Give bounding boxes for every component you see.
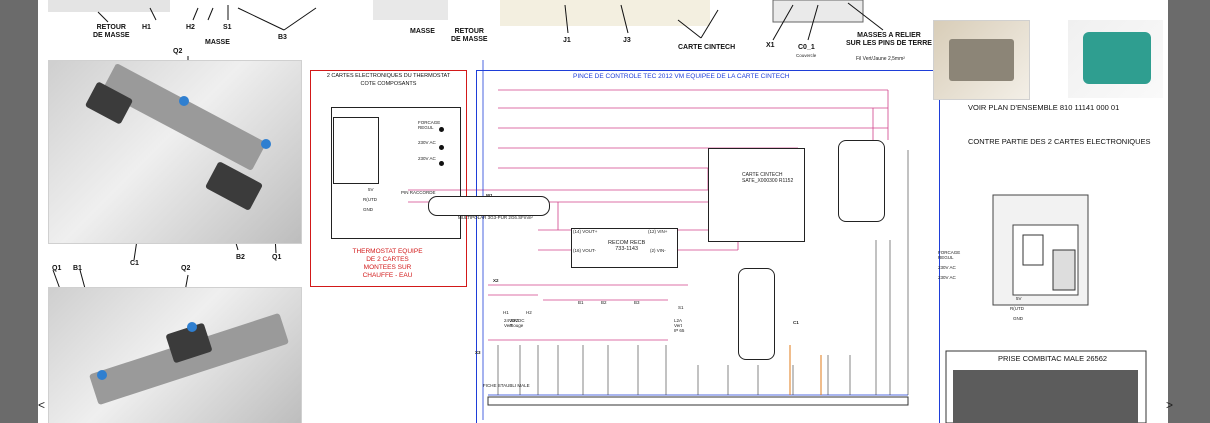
s1-schem: S1	[678, 305, 684, 310]
w1-label: W1	[486, 193, 493, 198]
cylinder-photo-top	[48, 60, 302, 244]
thermostat-forcage: FORCAGE REGUL	[418, 120, 441, 130]
x1-label: X1	[766, 42, 775, 49]
pin-raccorde: PIN RACCORDE	[401, 190, 436, 195]
q2-label-bottom: Q2	[181, 265, 191, 272]
board-photo-left	[933, 20, 1030, 100]
multipolar-text: MULTIPOLAR 3G3-PUR 2G6.SFmm²	[458, 215, 533, 220]
j3-label: J3	[623, 37, 631, 44]
prise-title: PRISE COMBITAC MALE 26562	[998, 354, 1108, 363]
thermostat-230v-2: 230V AC	[418, 156, 436, 161]
x3-label: X3	[475, 350, 481, 355]
h1-schem: H1	[503, 310, 509, 315]
fil-vert-label: Fil Vert/Jaune 2,5mm²	[856, 56, 905, 62]
s1-label: S1	[223, 24, 232, 31]
carte-cintech-text: CARTE CINTECH SATE_X000300 R1152	[742, 172, 794, 184]
h1-label: H1	[142, 24, 151, 31]
b1-label: B1	[73, 265, 82, 272]
prev-page-arrow-icon[interactable]: <	[38, 398, 46, 412]
thermostat-caption: THERMOSTAT EQUIPE DE 2 CARTES MONTEES SU…	[352, 248, 423, 279]
masse-label-left: MASSE	[205, 39, 230, 46]
carte-cintech-box	[708, 148, 805, 242]
b2-schem: B2	[601, 300, 607, 305]
rp-230v-2: 230V AC	[938, 275, 956, 280]
c1-schem: C1	[793, 320, 799, 325]
c0-1-label: C0_1	[798, 44, 815, 51]
rp-gnd: GND	[1013, 316, 1023, 321]
thermostat-5v: 5V	[368, 187, 374, 192]
schematic-frame	[476, 70, 940, 423]
q1-label-right: Q1	[272, 254, 282, 261]
c1-label: C1	[130, 260, 139, 267]
contre-partie-title: CONTRE PARTIE DES 2 CARTES ELECTRONIQUES	[968, 137, 1151, 146]
lamp-desc: L2A Vert IP 65	[674, 318, 685, 333]
q1-label-left: Q1	[52, 265, 62, 272]
h2-desc: 24VDC Rouge	[510, 318, 525, 328]
h2-schem: H2	[526, 310, 532, 315]
rp-230v-1: 230V AC	[938, 265, 956, 270]
couvercle-label: Couvercle	[796, 53, 817, 58]
masses-relier-label: MASSES A RELIER SUR LES PINS DE TERRE	[846, 32, 932, 47]
rp-forcage: FORCAGE REGUL	[938, 250, 961, 260]
thermostat-title: 2 CARTES ELECTRONIQUES DU THERMOSTAT COT…	[326, 73, 451, 87]
thermostat-230v-1: 230V AC	[418, 140, 436, 145]
volt2: (12) VIN+	[648, 229, 668, 234]
next-page-arrow-icon[interactable]: >	[1166, 398, 1174, 412]
thermostat-rutd: R(UTD	[363, 197, 377, 202]
thermostat-box	[310, 70, 467, 287]
schematic-title: PINCE DE CONTROLE TEC 2012 VM EQUIPEE DE…	[573, 73, 790, 80]
volt4: (2) VIN-	[650, 248, 666, 253]
document-page: RETOUR DE MASSE H1 H2 S1 MASSE B3 MASSE …	[38, 0, 1168, 423]
b2-label: B2	[236, 254, 245, 261]
thermostat-gnd: GND	[363, 207, 373, 212]
rp-5v: 5V	[1016, 296, 1022, 301]
h1-desc: 24VDC Vert	[504, 318, 519, 328]
volt3: (16) VOUT-	[573, 248, 597, 253]
cylinder-bottom	[738, 268, 775, 360]
recom-box	[571, 228, 678, 268]
x2-label: X2	[493, 278, 499, 283]
carte-cintech-label: CARTE CINTECH	[678, 44, 736, 51]
b1-schem: B1	[578, 300, 584, 305]
q2-label-top: Q2	[173, 48, 183, 55]
recom-text: RECOM RECB 733-1143	[608, 240, 646, 252]
drawing-lines	[48, 0, 1147, 423]
cylinder-top	[838, 140, 885, 222]
j1-label: J1	[563, 37, 571, 44]
cylinder-photo-bottom	[48, 287, 302, 423]
b3-schem: B3	[634, 300, 640, 305]
retour-masse-label-left: RETOUR DE MASSE	[93, 24, 130, 39]
retour-masse-label-mid: RETOUR DE MASSE	[451, 28, 488, 43]
voir-plan-label: VOIR PLAN D'ENSEMBLE 810 11141 000 01	[968, 103, 1120, 112]
plug-label: FICHE STAUBLI MALE	[483, 383, 530, 388]
masse-label-mid: MASSE	[410, 28, 435, 35]
volt1: (14) VOUT+	[573, 229, 598, 234]
rp-rutd: R(UTD	[1010, 306, 1024, 311]
multipolar-cable	[428, 196, 550, 216]
h2-label: H2	[186, 24, 195, 31]
board-photo-right	[1068, 20, 1163, 98]
b3-label: B3	[278, 34, 287, 41]
